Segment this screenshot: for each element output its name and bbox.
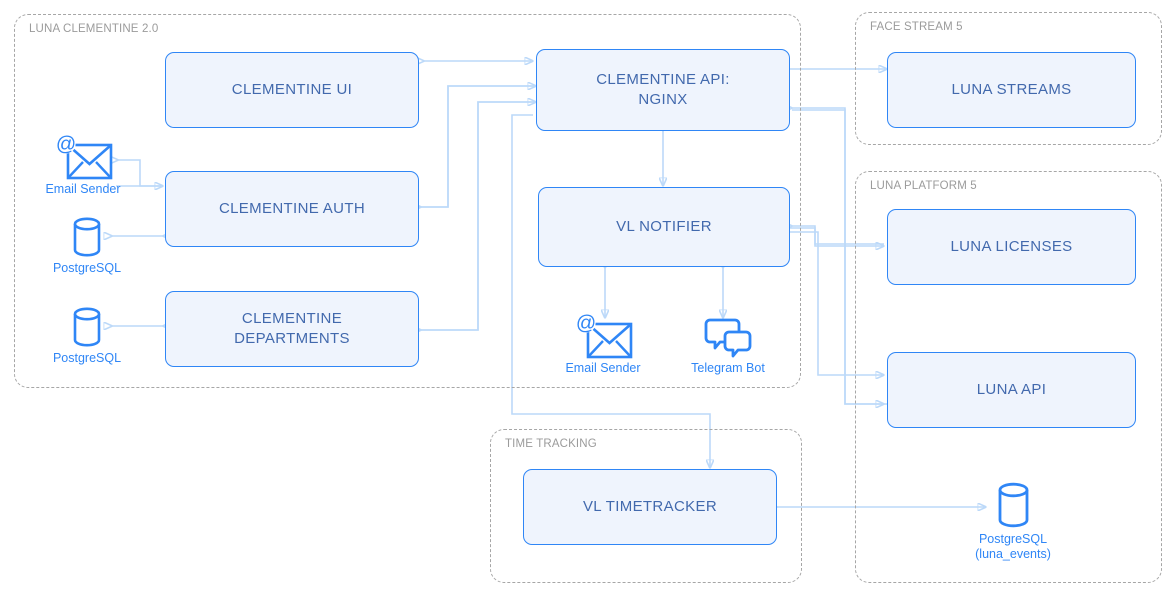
email-at-icon: @: [572, 312, 634, 360]
box-label-vl-notifier: VL NOTIFIER: [616, 217, 712, 235]
node-label-postgres-auth: PostgreSQL: [52, 261, 122, 275]
node-label-email-sender-auth: Email Sender: [45, 182, 121, 196]
node-email-sender-notifier[interactable]: @ Email Sender: [553, 312, 653, 376]
box-label-clementine-departments: CLEMENTINE DEPARTMENTS: [234, 309, 350, 347]
box-label-vl-timetracker: VL TIMETRACKER: [582, 497, 718, 515]
box-label-clementine-ui: CLEMENTINE UI: [231, 80, 353, 98]
svg-text:@: @: [56, 134, 76, 156]
group-label-face-stream: FACE STREAM 5: [870, 21, 963, 33]
box-label-luna-licenses: LUNA LICENSES: [950, 237, 1073, 255]
box-luna-streams[interactable]: LUNA STREAMS: [887, 52, 1136, 128]
node-postgres-depts[interactable]: PostgreSQL: [41, 304, 133, 366]
group-face-stream: FACE STREAM 5: [855, 12, 1162, 145]
node-postgres-auth[interactable]: PostgreSQL: [41, 214, 133, 276]
node-label-postgres-events: PostgreSQL (luna_events): [975, 532, 1051, 561]
node-label-email-sender-notifier: Email Sender: [565, 361, 641, 375]
box-luna-api[interactable]: LUNA API: [887, 352, 1136, 428]
node-email-sender-auth[interactable]: @ Email Sender: [33, 133, 133, 197]
group-luna-clementine: LUNA CLEMENTINE 2.0: [14, 14, 801, 388]
group-label-luna-clementine: LUNA CLEMENTINE 2.0: [29, 23, 159, 35]
group-luna-platform: LUNA PLATFORM 5: [855, 171, 1162, 583]
group-time-tracking: TIME TRACKING: [490, 429, 802, 583]
email-at-icon: @: [52, 133, 114, 181]
group-label-luna-platform: LUNA PLATFORM 5: [870, 180, 977, 192]
box-vl-timetracker[interactable]: VL TIMETRACKER: [523, 469, 777, 545]
node-postgres-events[interactable]: PostgreSQL (luna_events): [958, 479, 1068, 562]
node-label-telegram-bot: Telegram Bot: [691, 361, 765, 375]
box-clementine-ui[interactable]: CLEMENTINE UI: [165, 52, 419, 128]
database-icon: [64, 304, 110, 350]
group-label-time-tracking: TIME TRACKING: [505, 438, 597, 450]
box-label-luna-api: LUNA API: [976, 380, 1047, 398]
database-icon: [987, 479, 1039, 531]
chat-bubbles-icon: [698, 314, 758, 360]
node-telegram-bot[interactable]: Telegram Bot: [678, 314, 778, 376]
box-vl-notifier[interactable]: VL NOTIFIER: [538, 187, 790, 267]
svg-text:@: @: [576, 313, 596, 335]
box-label-clementine-api-nginx: CLEMENTINE API: NGINX: [596, 70, 730, 108]
box-clementine-departments[interactable]: CLEMENTINE DEPARTMENTS: [165, 291, 419, 367]
box-clementine-auth[interactable]: CLEMENTINE AUTH: [165, 171, 419, 247]
database-icon: [64, 214, 110, 260]
node-label-postgres-depts: PostgreSQL: [52, 351, 122, 365]
box-clementine-api-nginx[interactable]: CLEMENTINE API: NGINX: [536, 49, 790, 131]
box-luna-licenses[interactable]: LUNA LICENSES: [887, 209, 1136, 285]
box-label-clementine-auth: CLEMENTINE AUTH: [218, 199, 366, 217]
box-label-luna-streams: LUNA STREAMS: [951, 80, 1072, 98]
